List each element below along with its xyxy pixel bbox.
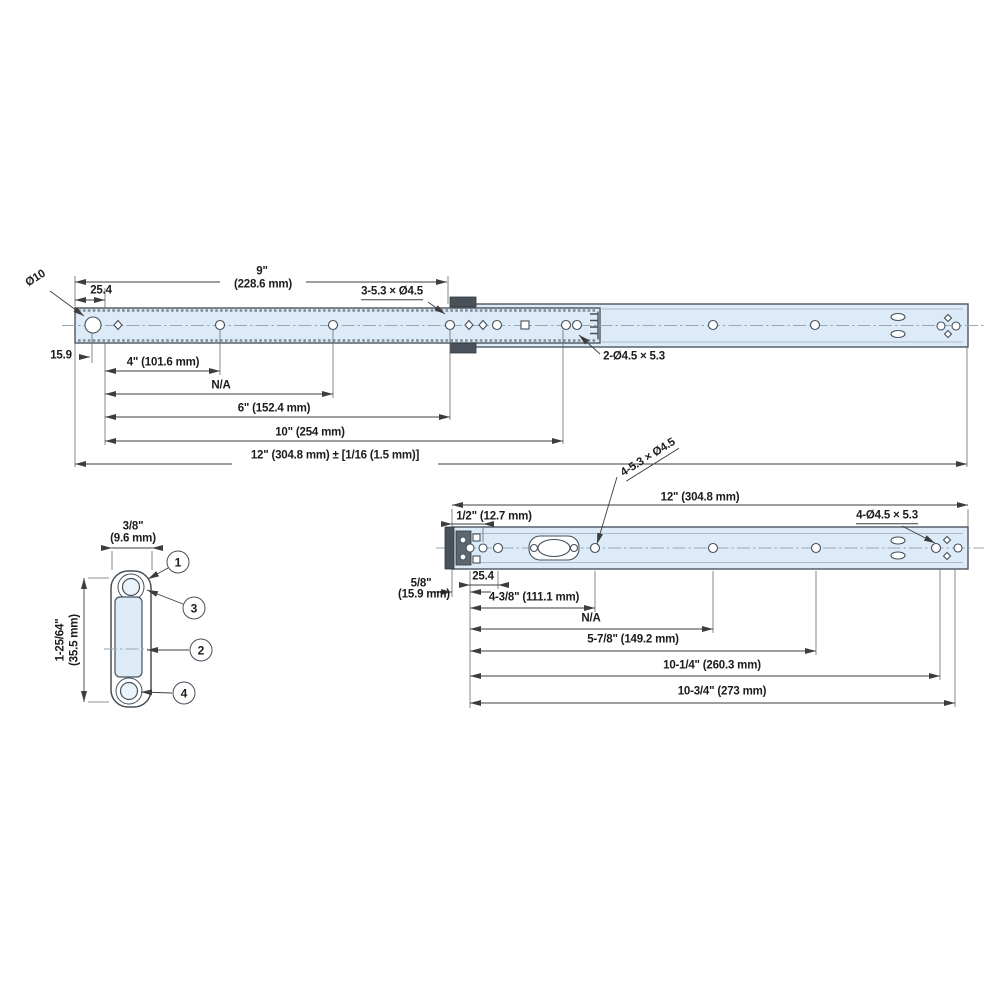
rear-holes-callout: 2-Ø4.5 × 5.3 xyxy=(603,350,665,363)
dim-10in-label: 10" (254 mm) xyxy=(275,426,345,439)
bottom-dim-12in-label: 12" (304.8 mm) xyxy=(660,491,740,504)
bottom-dim-578-label: 5-7/8" (149.2 mm) xyxy=(587,633,679,646)
dim-6in-label: 6" (152.4 mm) xyxy=(237,402,311,415)
bottom-offset-in-label: 5/8" xyxy=(410,577,432,590)
bottom-slide-view xyxy=(432,476,984,708)
callout-3-badge: 3 xyxy=(182,596,206,620)
dim-12in-tolerance-label: 12" (304.8 mm) ± [1/16 (1.5 mm)] xyxy=(250,449,420,462)
top-slide-view xyxy=(49,276,984,467)
callout-1-badge: 1 xyxy=(166,550,190,574)
dim-na-top-label: N/A xyxy=(211,379,231,392)
section-width-in-label: 3/8" xyxy=(122,520,144,533)
callout-4-badge: 4 xyxy=(172,681,196,705)
bottom-offset-25-4-label: 25.4 xyxy=(472,570,494,583)
bottom-offset-mm-label: (15.9 mm) xyxy=(398,588,450,601)
length-9in-mm-label: (228.6 mm) xyxy=(233,278,293,291)
offset-25-4-label: 25.4 xyxy=(90,284,112,297)
bottom-dim-half-label: 1/2" (12.7 mm) xyxy=(456,510,532,523)
offset-15-9-label: 15.9 xyxy=(50,349,72,362)
section-height-in-label: 1-25/64" xyxy=(54,618,67,662)
length-9in-label: 9" xyxy=(256,265,268,278)
bottom-end-holes-callout: 4-Ø4.5 × 5.3 xyxy=(856,510,918,524)
bottom-dim-na-label: N/A xyxy=(581,612,601,625)
dim-4in-label: 4" (101.6 mm) xyxy=(126,356,200,369)
section-width-mm-label: (9.6 mm) xyxy=(110,532,156,545)
front-holes-callout: 3-5.3 × Ø4.5 xyxy=(361,286,423,300)
bottom-dim-438-label: 4-3/8" (111.1 mm) xyxy=(488,591,580,604)
bottom-dim-1034-label: 10-3/4" (273 mm) xyxy=(677,685,767,698)
cross-section-view xyxy=(81,545,189,708)
section-height-mm-label: (35.5 mm) xyxy=(68,614,81,666)
callout-2-badge: 2 xyxy=(189,638,213,662)
bottom-dim-1014-label: 10-1/4" (260.3 mm) xyxy=(663,659,761,672)
